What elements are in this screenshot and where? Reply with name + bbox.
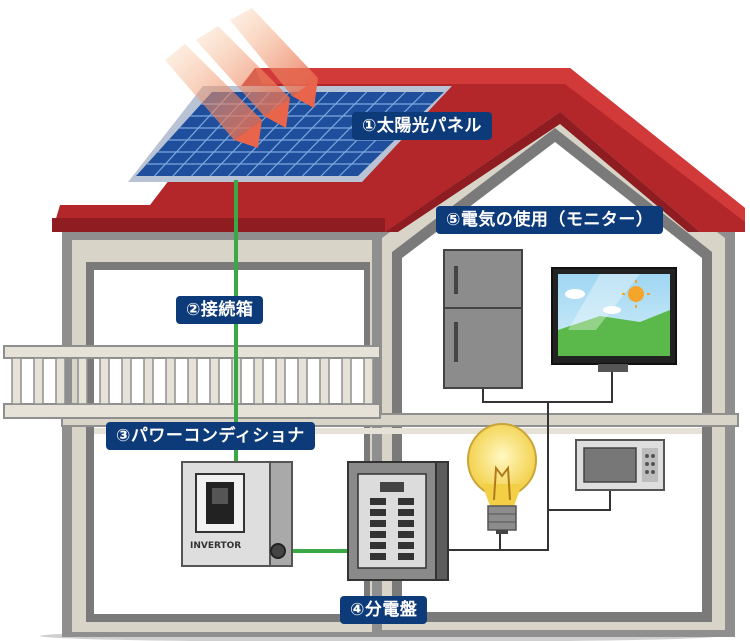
breaker-panel: [347, 461, 449, 581]
light-bulb: [467, 423, 537, 534]
label-junction-box: ②接続箱: [176, 296, 264, 324]
label-power-conditioner: ③パワーコンディショナ: [106, 422, 315, 450]
refrigerator: [443, 249, 523, 389]
inverter-box: INVERTOR: [181, 461, 293, 567]
label-electricity-usage: ⑤電気の使用（モニター）: [436, 206, 664, 234]
sun-rays: [165, 8, 318, 148]
balcony-railing: [3, 345, 381, 419]
label-solar-panel: ①太陽光パネル: [352, 112, 492, 140]
label-breaker-panel: ④分電盤: [340, 596, 428, 624]
inverter-label: INVERTOR: [190, 541, 241, 551]
microwave: [575, 439, 665, 491]
television: [551, 267, 677, 372]
appliance-wires: [448, 372, 613, 551]
